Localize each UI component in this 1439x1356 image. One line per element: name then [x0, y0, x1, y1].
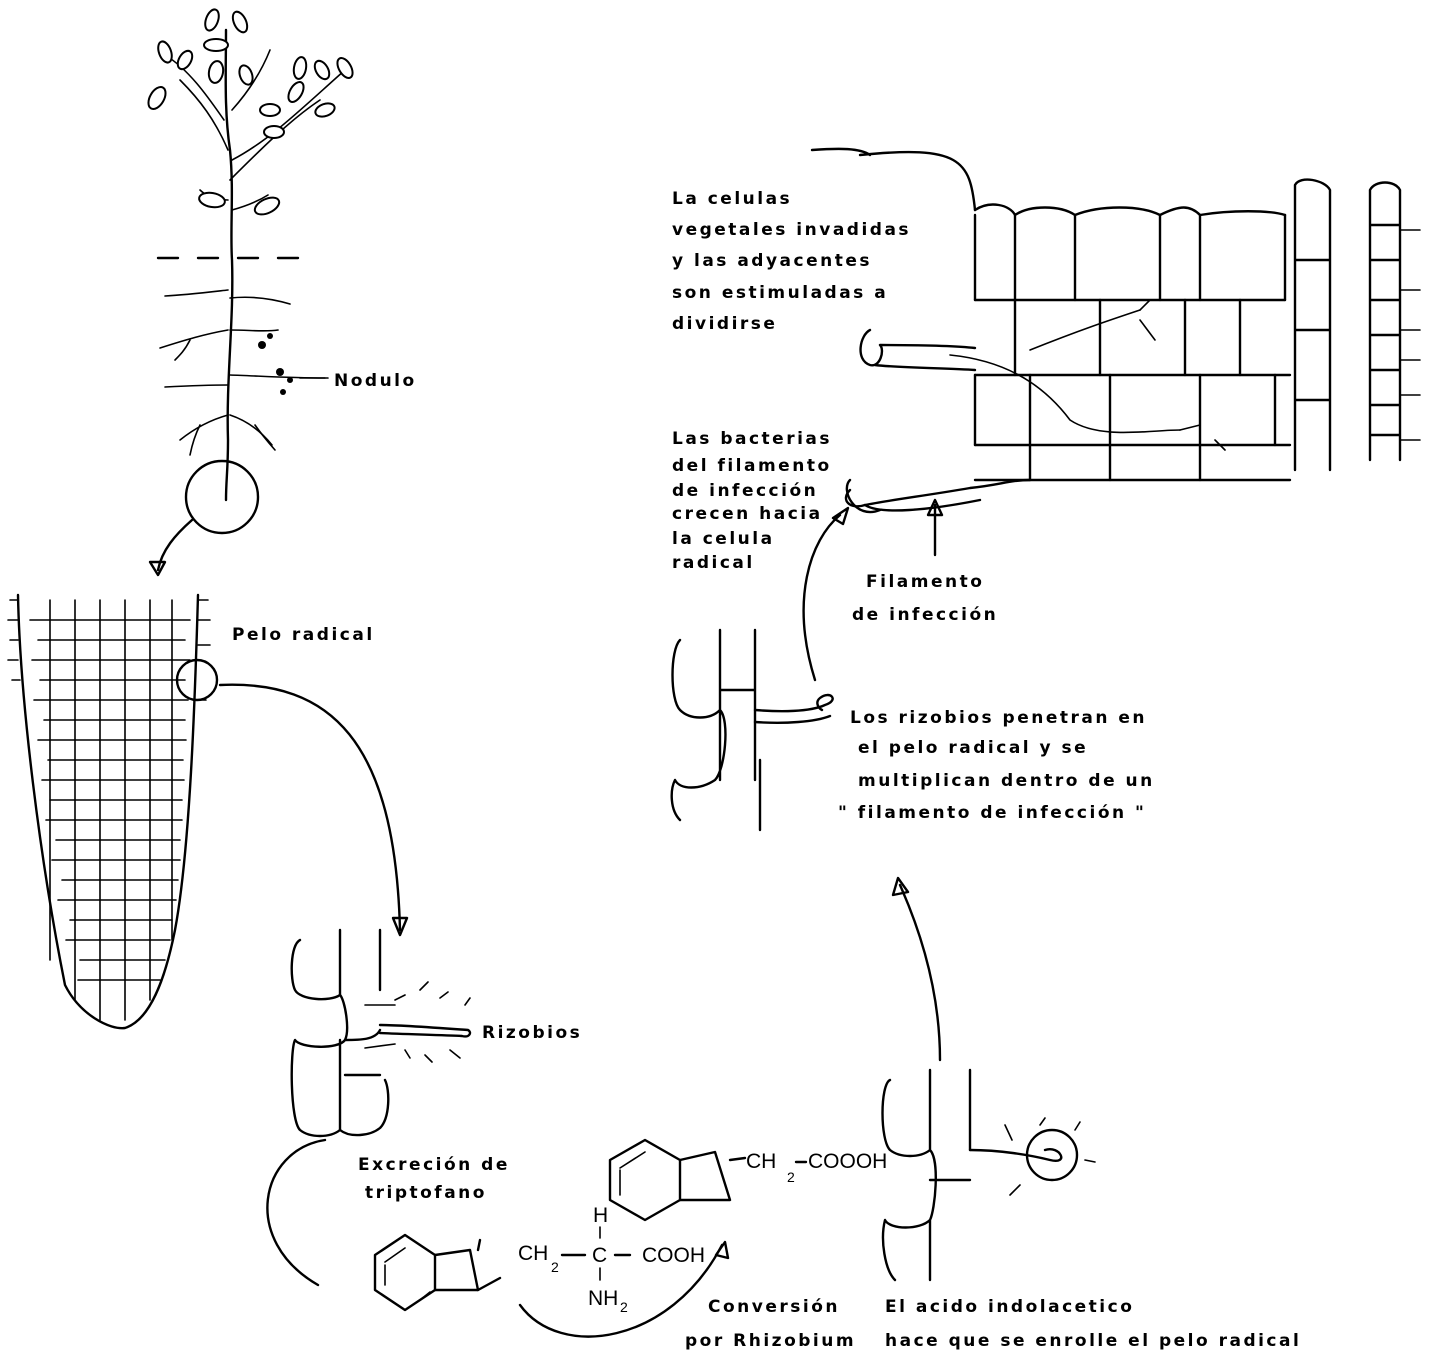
label-penetran-3: multiplican dentro de un — [858, 771, 1155, 791]
rhizobia-cells-illustration — [292, 930, 470, 1136]
label-nodulo: Nodulo — [334, 371, 417, 391]
trp-c: C — [592, 1244, 607, 1267]
label-conversion-2: por Rhizobium — [685, 1331, 856, 1351]
label-penetran-1: Los rizobios penetran en — [850, 708, 1147, 728]
label-excrecion-2: triptofano — [365, 1183, 487, 1203]
trp-nh2-subscript: 2 — [620, 1299, 628, 1315]
labels: Nodulo Pelo radical Rizobios Excreción d… — [232, 189, 1301, 1351]
cortex-tissue-illustration — [812, 149, 1420, 555]
label-bacterias-4: crecen hacia — [672, 504, 823, 524]
label-bacterias-5: la celula — [672, 529, 775, 549]
excretion-arrow — [267, 1140, 325, 1285]
iaa-chain-subscript: 2 — [787, 1169, 795, 1185]
iaa-acid: COOOH — [808, 1150, 887, 1173]
label-penetran-2: el pelo radical y se — [858, 738, 1088, 758]
trp-ch2: CH — [518, 1242, 548, 1265]
curled-hair-cells-illustration — [883, 1070, 1096, 1280]
label-celulas-2: vegetales invadidas — [672, 220, 911, 240]
label-rizobios: Rizobios — [482, 1023, 582, 1043]
trp-cooh: COOH — [642, 1244, 705, 1267]
trp-ch2-subscript: 2 — [551, 1259, 559, 1275]
label-filamento-1: Filamento — [866, 572, 984, 592]
label-celulas-4: son estimuladas a — [672, 283, 888, 303]
label-pelo-radical: Pelo radical — [232, 625, 375, 645]
label-excrecion-1: Excreción de — [358, 1155, 510, 1175]
trp-nh2: NH — [588, 1287, 618, 1310]
plant-illustration — [145, 8, 356, 575]
label-celulas-1: La celulas — [672, 189, 792, 209]
label-bacterias-6: radical — [672, 553, 755, 573]
root-tip-illustration — [8, 595, 407, 1028]
label-bacterias-1: Las bacterias — [672, 429, 832, 449]
label-filamento-2: de infección — [852, 605, 998, 625]
label-penetran-4: " filamento de infección " — [838, 803, 1146, 823]
label-celulas-5: dividirse — [672, 314, 777, 334]
label-acido-2: hace que se enrolle el pelo radical — [885, 1331, 1301, 1351]
up-arrow — [900, 885, 940, 1060]
chemical-formula-labels: CH 2 COOOH CH 2 H C COOH NH 2 — [518, 1150, 887, 1315]
label-acido-1: El acido indolacetico — [885, 1297, 1134, 1317]
label-bacterias-3: de infección — [672, 481, 818, 501]
label-celulas-3: y las adyacentes — [672, 251, 872, 271]
label-conversion-1: Conversión — [708, 1297, 840, 1317]
indoleacetic-acid-structure — [610, 1140, 745, 1220]
label-bacterias-2: del filamento — [672, 456, 832, 476]
tryptophan-structure — [375, 1235, 500, 1310]
trp-h: H — [593, 1204, 608, 1227]
iaa-chain: CH — [746, 1150, 776, 1173]
